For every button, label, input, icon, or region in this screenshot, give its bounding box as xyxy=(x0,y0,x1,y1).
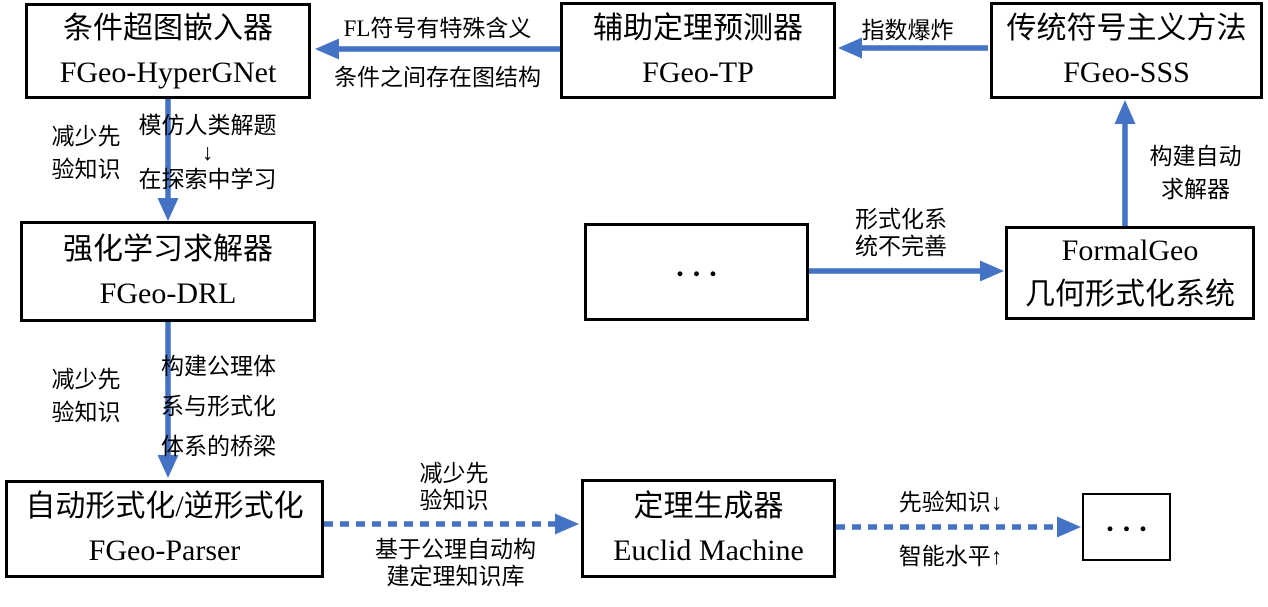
box-fgeo-hypergnet: 条件超图嵌入器 FGeo-HyperGNet xyxy=(25,3,311,99)
arrow-formalgeo-to-sss-icon xyxy=(1114,100,1136,226)
box-formalgeo-title: FormalGeo xyxy=(1061,234,1199,267)
arrow-euclid-to-ellipsis-dashed-icon xyxy=(836,516,1081,538)
box-fgeo-tp-title: 辅助定理预测器 xyxy=(593,11,803,45)
label-build-auto-solver: 构建自动 求解器 xyxy=(1149,144,1242,202)
label-axiom-theorem-kb: 基于公理自动构 建定理知识库 xyxy=(375,537,536,589)
box-fgeo-drl: 强化学习求解器 FGeo-DRL xyxy=(20,221,316,322)
label-intelligence-up: 智能水平↑ xyxy=(898,544,1003,569)
label-reduce-prior-knowledge-1: 减少先 验知识 xyxy=(51,124,121,182)
label-formal-system-incomplete: 形式化系 统不完善 xyxy=(855,207,947,259)
arrow-hypergnet-to-drl-icon xyxy=(157,98,179,221)
box-ellipsis-end: ... xyxy=(1082,493,1171,561)
box-fgeo-drl-subtitle: FGeo-DRL xyxy=(99,276,237,310)
label-reduce-prior-knowledge-2: 减少先 验知识 xyxy=(51,367,121,425)
arrow-parser-to-euclid-dashed-icon xyxy=(324,513,579,535)
box-ellipsis-middle: ... xyxy=(584,223,809,321)
ellipsis-middle-text: ... xyxy=(676,250,726,283)
box-euclid-machine: 定理生成器 Euclid Machine xyxy=(581,479,836,578)
box-fgeo-drl-title: 强化学习求解器 xyxy=(63,232,273,266)
box-euclid-machine-subtitle: Euclid Machine xyxy=(613,533,804,567)
arrow-tp-to-hypergnet-icon xyxy=(315,38,560,60)
box-fgeo-hypergnet-subtitle: FGeo-HyperGNet xyxy=(59,56,277,89)
down-arrow-icon: ↓ xyxy=(201,140,214,165)
box-formalgeo-subtitle: 几何形式化系统 xyxy=(1025,278,1235,311)
box-fgeo-sss-subtitle: FGeo-SSS xyxy=(1063,55,1190,89)
label-fl-special-meaning: FL符号有特殊含义 xyxy=(343,16,532,41)
ellipsis-end-text: ... xyxy=(1106,505,1156,538)
arrow-sss-to-tp-icon xyxy=(838,37,988,59)
label-exponential-explosion: 指数爆炸 xyxy=(861,18,954,43)
arrow-ellipsis-to-formalgeo-icon xyxy=(808,260,1004,282)
box-fgeo-parser: 自动形式化/逆形式化 FGeo-Parser xyxy=(5,480,324,578)
box-fgeo-parser-subtitle: FGeo-Parser xyxy=(88,534,241,567)
box-fgeo-tp: 辅助定理预测器 FGeo-TP xyxy=(560,2,836,99)
box-fgeo-sss: 传统符号主义方法 FGeo-SSS xyxy=(990,2,1263,99)
box-fgeo-tp-subtitle: FGeo-TP xyxy=(642,55,754,89)
box-fgeo-parser-title: 自动形式化/逆形式化 xyxy=(25,490,304,523)
label-prior-knowledge-down: 先验知识↓ xyxy=(898,490,1003,515)
label-reduce-prior-knowledge-3: 减少先 验知识 xyxy=(419,461,489,513)
label-imitate-human-solving: 模仿人类解题 ↓ 在探索中学习 xyxy=(130,112,285,193)
arrow-drl-to-parser-icon xyxy=(157,321,179,478)
box-euclid-machine-title: 定理生成器 xyxy=(633,489,784,523)
box-fgeo-hypergnet-title: 条件超图嵌入器 xyxy=(63,12,273,45)
label-axiom-formal-bridge: 构建公理体 系与形式化 体系的桥梁 xyxy=(161,354,276,459)
box-fgeo-sss-title: 传统符号主义方法 xyxy=(1006,11,1247,45)
label-graph-structure: 条件之间存在图结构 xyxy=(334,65,541,90)
box-formalgeo: FormalGeo 几何形式化系统 xyxy=(1005,226,1255,320)
